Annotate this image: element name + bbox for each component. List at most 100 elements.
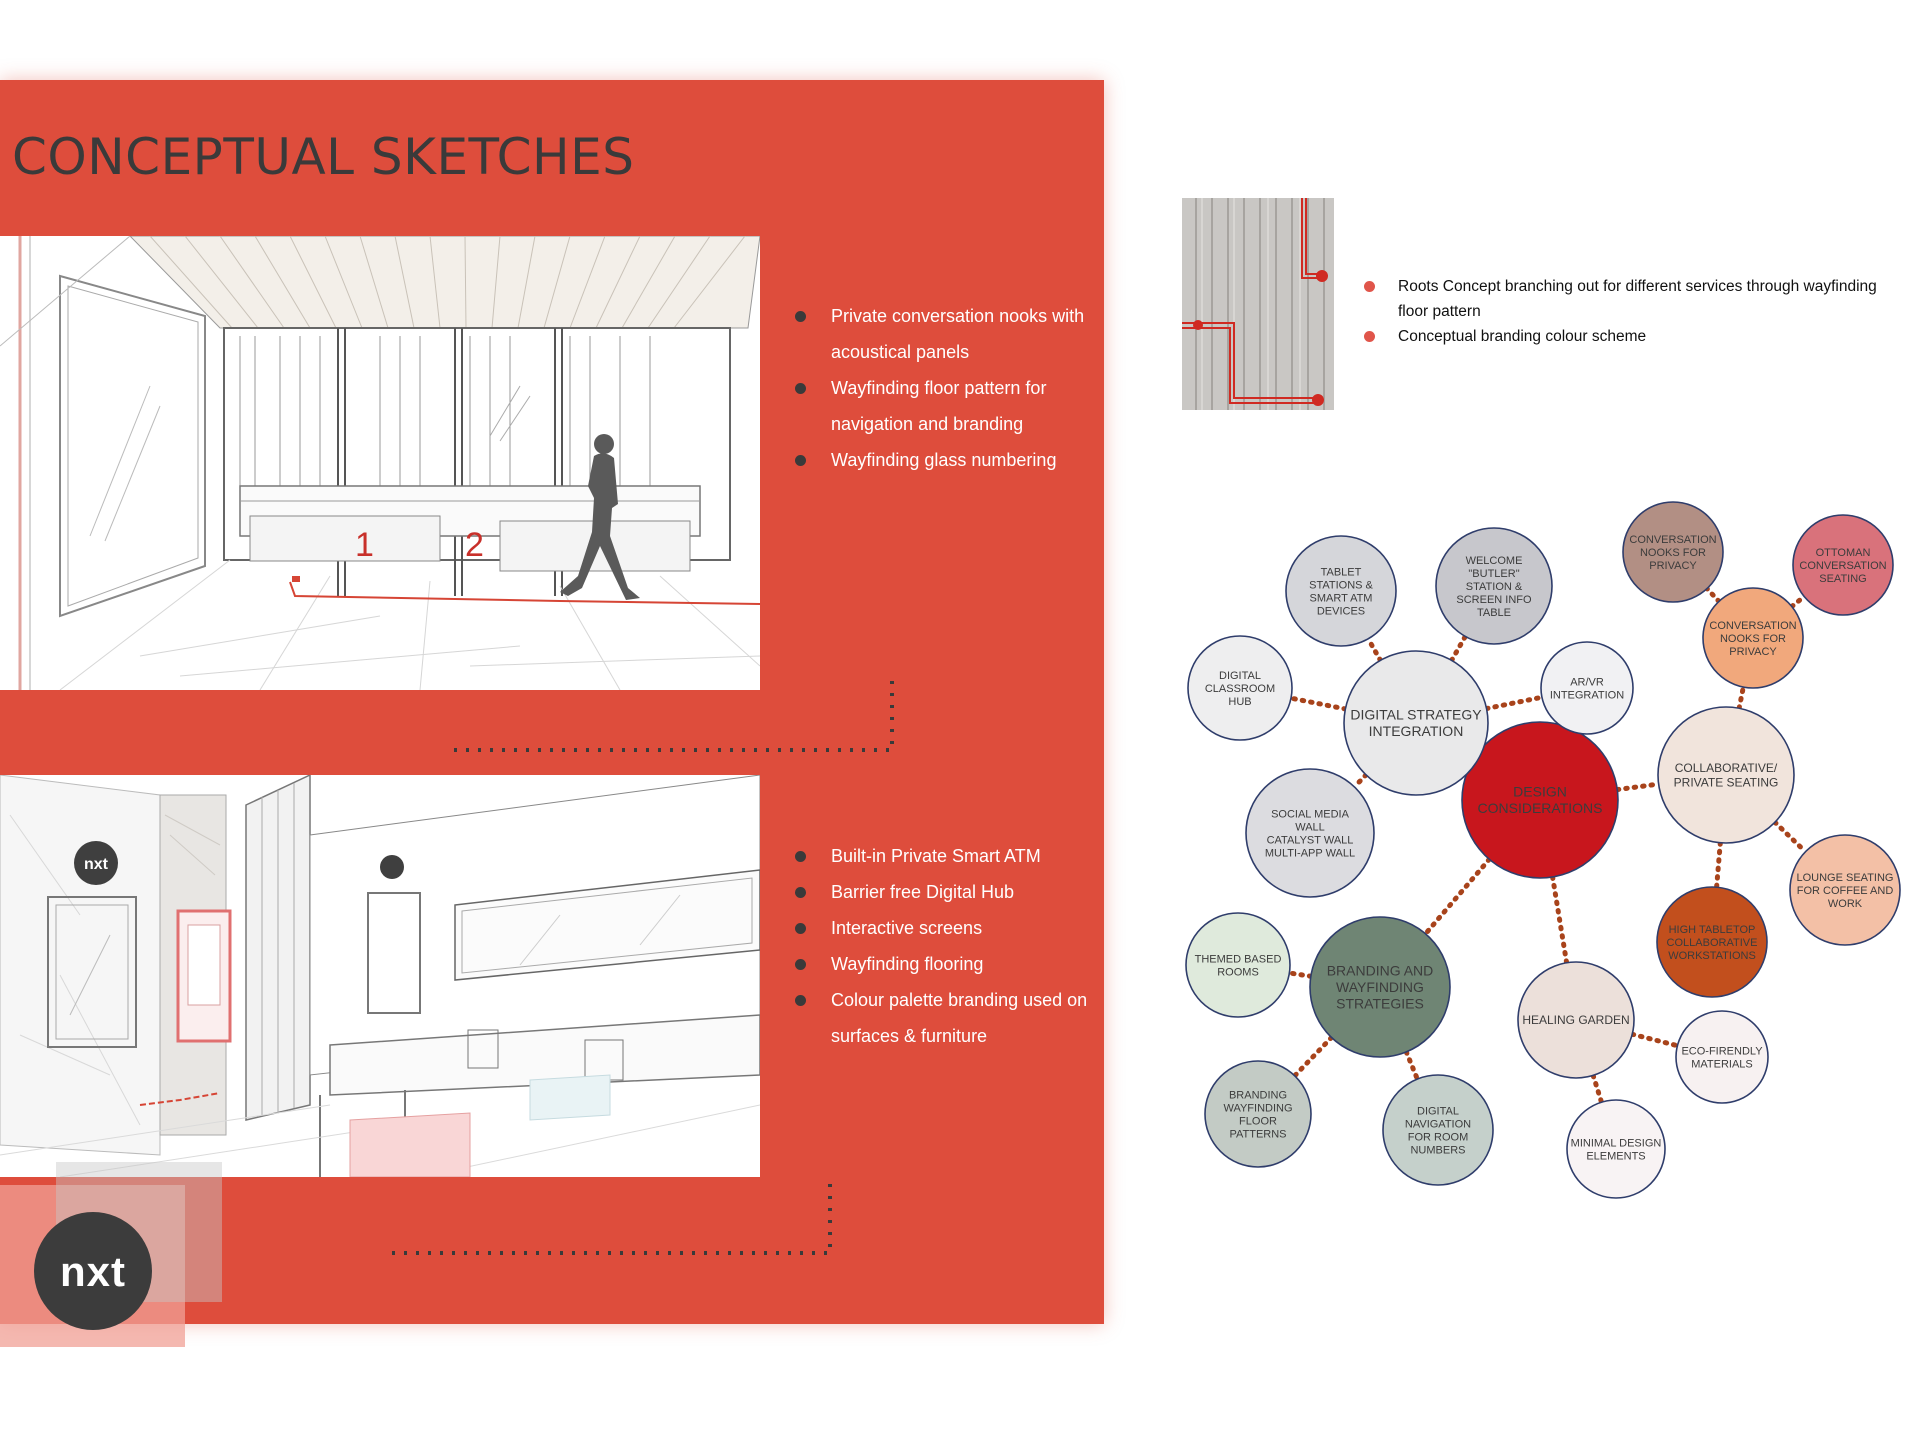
bubble-label: INTEGRATION — [1550, 689, 1624, 701]
nxt-logo-wall — [74, 841, 118, 885]
bubble-label: AR/VR — [1570, 676, 1604, 688]
connector-branding-themed — [1286, 970, 1314, 979]
bubble-circle — [1382, 1074, 1494, 1186]
bubble-label: PATTERNS — [1229, 1128, 1286, 1140]
bubble-label: BRANDING — [1229, 1089, 1287, 1101]
sketch1-feature-list: Private conversation nooks with acoustic… — [795, 298, 1095, 478]
bubble-label: MULTI-APP WALL — [1265, 847, 1355, 859]
bubble-label: SOCIAL MEDIA — [1271, 808, 1349, 820]
connector-digital-classroom — [1288, 695, 1348, 712]
bubble-label: HUB — [1228, 696, 1251, 708]
concept-legend: Roots Concept branching out for differen… — [1358, 274, 1878, 349]
bubble-circle — [1675, 1010, 1769, 1104]
list-item: Built-in Private Smart ATM — [795, 838, 1095, 874]
bubble-label: CONVERSATION — [1799, 560, 1886, 572]
bubble-circle — [1309, 916, 1451, 1058]
bubble-circle — [1792, 514, 1894, 616]
bubble-circle — [1204, 1060, 1312, 1168]
bubble-label: TABLET — [1321, 566, 1362, 578]
list-item: Barrier free Digital Hub — [795, 874, 1095, 910]
bubble-label: SEATING — [1819, 573, 1866, 585]
bubble-label: PRIVATE SEATING — [1674, 775, 1779, 789]
bubble-label: LOUNGE SEATING — [1797, 872, 1894, 884]
bubble-circle — [1343, 650, 1489, 796]
list-item: Wayfinding floor pattern for navigation … — [795, 370, 1095, 442]
list-item: Colour palette branding used on surfaces… — [795, 982, 1095, 1054]
connector-seating-lounge — [1772, 819, 1808, 855]
bubble-label: STRATEGIES — [1336, 995, 1424, 1011]
bubble-label: DIGITAL — [1219, 670, 1261, 682]
bubble-label: ECO-FIRENDLY — [1681, 1045, 1763, 1057]
bubble-label: ELEMENTS — [1586, 1150, 1645, 1162]
bubble-label: DIGITAL STRATEGY — [1350, 707, 1482, 723]
list-item: Interactive screens — [795, 910, 1095, 946]
connector-branding-branding_floor — [1292, 1034, 1335, 1079]
bubble-label: SCREEN INFO — [1456, 594, 1532, 606]
bubble-label: WORKSTATIONS — [1668, 950, 1756, 962]
list-item: Wayfinding flooring — [795, 946, 1095, 982]
bubble-label: CONSIDERATIONS — [1478, 800, 1603, 816]
bubble-label: STATIONS & — [1309, 579, 1373, 591]
bubble-label: CONVERSATION — [1709, 620, 1796, 632]
bubble-circle — [1285, 535, 1397, 647]
bubble-label: SMART ATM — [1310, 592, 1373, 604]
bubble-label: INTEGRATION — [1369, 723, 1464, 739]
connector-digital-social — [1351, 772, 1369, 790]
glass-number-2: 2 — [465, 526, 484, 564]
nxt-logo — [34, 1212, 152, 1330]
bubble-label: WAYFINDING — [1223, 1102, 1292, 1114]
nxt-logo-text: nxt — [60, 1248, 126, 1295]
bubble-circle — [1245, 768, 1375, 898]
connector-digital-tablet — [1365, 636, 1383, 663]
bubble-label: MATERIALS — [1691, 1058, 1753, 1070]
bubble-label: ROOMS — [1217, 966, 1259, 978]
connector-digital-arvr — [1484, 694, 1545, 712]
list-item: Wayfinding glass numbering — [795, 442, 1095, 478]
bubble-label: NUMBERS — [1410, 1144, 1465, 1156]
bubble-circle — [1789, 834, 1901, 946]
connector-conv_nooks-conv_nooks_top — [1704, 586, 1722, 604]
bubble-seating: COLLABORATIVE/PRIVATE SEATING — [1657, 706, 1795, 844]
bubble-label: TABLE — [1477, 607, 1511, 619]
bubble-label: MINIMAL DESIGN — [1571, 1137, 1662, 1149]
connector-branding-digital_nav — [1403, 1049, 1420, 1082]
bubble-label: COLLABORATIVE/ — [1675, 761, 1778, 775]
bubble-label: DESIGN — [1513, 784, 1567, 800]
dotted-connector — [392, 1179, 832, 1255]
legend-item: Roots Concept branching out for differen… — [1358, 274, 1878, 324]
bubble-circle — [1656, 886, 1768, 998]
bubble-label: HEALING GARDEN — [1522, 1013, 1629, 1027]
connector-healing-minimal — [1590, 1072, 1604, 1105]
connector-center-healing — [1550, 874, 1570, 966]
bubble-label: "BUTLER" — [1468, 568, 1519, 580]
sketch-conversation-nooks: 1 2 — [0, 236, 760, 690]
connector-digital-butler — [1449, 633, 1468, 663]
bubble-circle — [1461, 721, 1619, 879]
bubble-label: PRIVACY — [1649, 560, 1697, 572]
legend-item: Conceptual branding colour scheme — [1358, 324, 1878, 349]
connector-seating-high_tabletop — [1714, 840, 1723, 890]
bubble-circle — [1185, 912, 1291, 1018]
list-item: Private conversation nooks with acoustic… — [795, 298, 1095, 370]
person-silhouette — [560, 434, 640, 600]
bubble-circle — [1187, 635, 1293, 741]
bubble-label: NOOKS FOR — [1720, 633, 1786, 645]
bubble-label: WELCOME — [1466, 555, 1523, 567]
bubble-circle — [1540, 641, 1634, 735]
bubble-label: CLASSROOM — [1205, 683, 1275, 695]
bubble-circle — [1702, 587, 1804, 689]
